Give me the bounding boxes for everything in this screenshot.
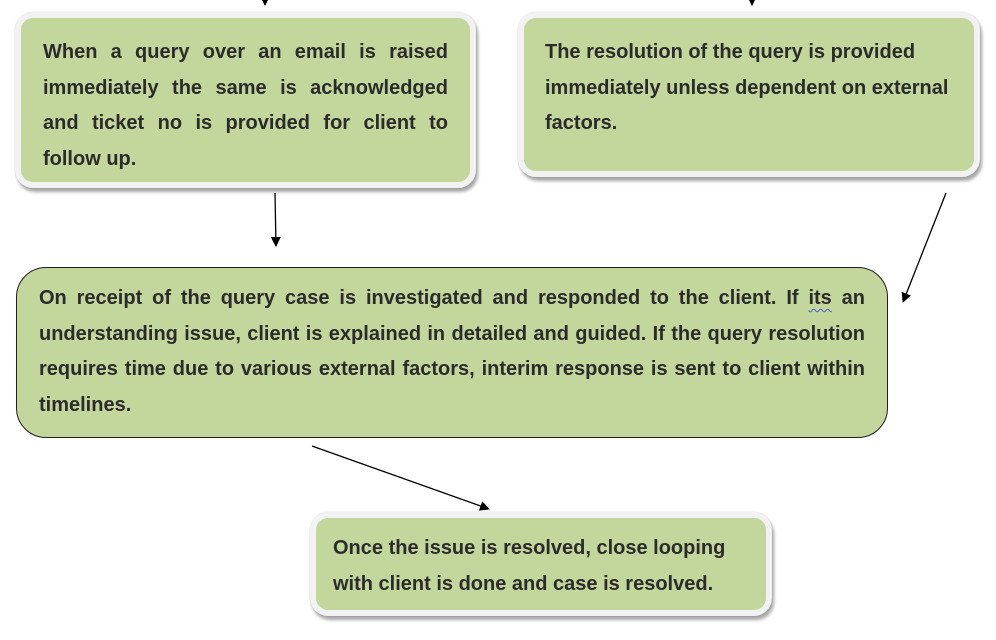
acknowledge-step-text: When a query over an email is raised imm… xyxy=(43,41,448,170)
closure-step-box: Once the issue is resolved, close loopin… xyxy=(310,512,772,616)
closure-step-text: Once the issue is resolved, close loopin… xyxy=(333,537,726,595)
arrow-investigation-to-closure xyxy=(311,445,490,511)
immediate-resolution-step-box: The resolution of the query is provided … xyxy=(518,12,980,177)
investigation-text-part-2: an understanding issue, client is explai… xyxy=(39,287,865,416)
acknowledge-step-box: When a query over an email is raised imm… xyxy=(15,12,476,188)
investigation-step-text: On receipt of the query case is investig… xyxy=(39,281,865,423)
immediate-resolution-step-text: The resolution of the query is provided … xyxy=(545,41,949,134)
arrow-acknowledge-to-investigation xyxy=(270,192,281,247)
spellcheck-flagged-word: its xyxy=(808,287,832,309)
arrow-resolution-to-investigation xyxy=(901,192,947,303)
investigation-text-part-1: On receipt of the query case is investig… xyxy=(39,287,809,309)
investigation-step-box: On receipt of the query case is investig… xyxy=(16,267,888,438)
